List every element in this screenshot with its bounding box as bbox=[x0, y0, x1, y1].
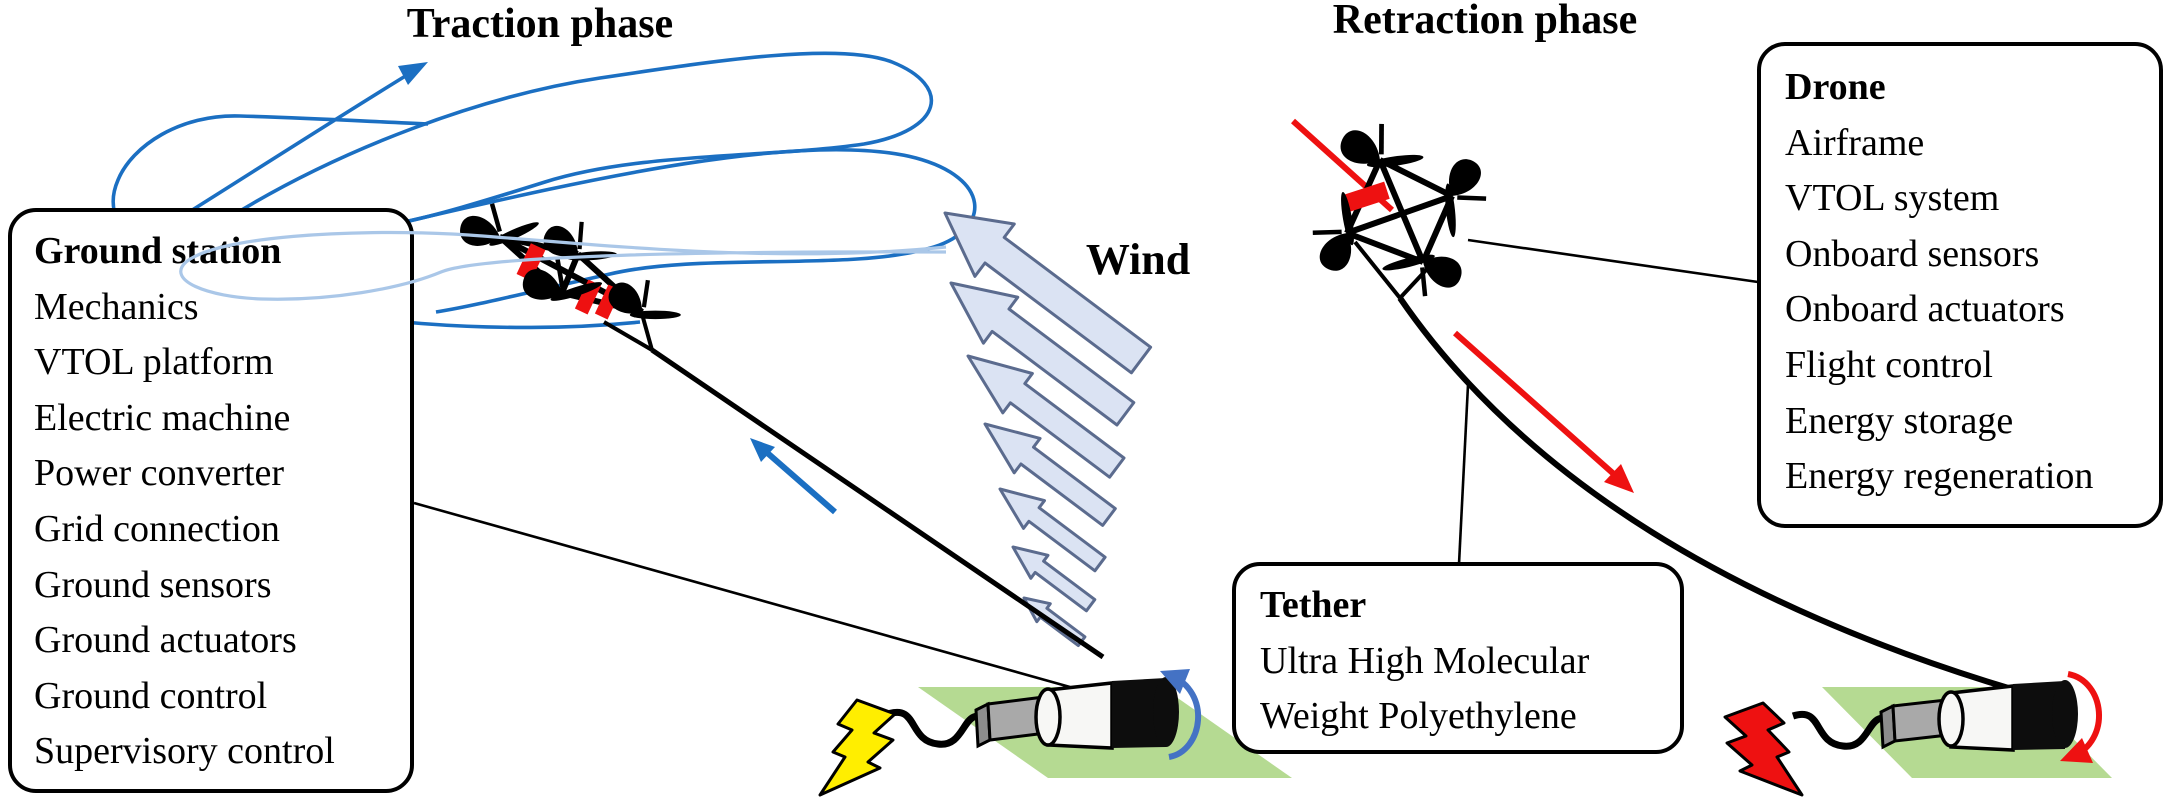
ground-station-item: Ground control bbox=[34, 674, 268, 717]
traction-direction-arrow-icon bbox=[750, 438, 837, 515]
wind-arrow-icon bbox=[943, 211, 1153, 375]
winch-drum-left bbox=[1112, 678, 1166, 748]
retraction-direction-arrow-icon bbox=[1453, 330, 1634, 493]
wind-arrow-icon bbox=[998, 487, 1107, 573]
ground-station-leader-line bbox=[413, 501, 1071, 689]
drone-item: Energy storage bbox=[1785, 399, 2014, 442]
ground-station-item: Power converter bbox=[34, 452, 285, 495]
power-cable-right bbox=[1791, 710, 1898, 750]
yellow-lightning-bolt-icon bbox=[818, 698, 897, 797]
tether-item: Ultra High Molecular bbox=[1260, 639, 1590, 682]
tether-traction bbox=[602, 313, 1105, 660]
ground-station-box: Ground station Mechanics VTOL platform E… bbox=[8, 208, 414, 793]
drone-item: Onboard sensors bbox=[1785, 232, 2040, 275]
drone-item: Flight control bbox=[1785, 343, 1993, 386]
ground-station-box-title: Ground station bbox=[34, 230, 282, 272]
ground-winch-retraction bbox=[1723, 671, 2112, 797]
ground-station-item: Mechanics bbox=[34, 285, 199, 328]
power-cable-left bbox=[886, 708, 993, 748]
wind-arrow-icon bbox=[1011, 545, 1097, 613]
drone-item: Onboard actuators bbox=[1785, 288, 2065, 331]
tether-box-title: Tether bbox=[1260, 584, 1367, 626]
drone-retraction-icon bbox=[1311, 121, 1490, 297]
drone-item: VTOL system bbox=[1785, 177, 2000, 220]
drone-traction-icon bbox=[456, 195, 688, 330]
drone-box: Drone Airframe VTOL system Onboard senso… bbox=[1757, 42, 2163, 528]
drone-item: Energy regeneration bbox=[1785, 455, 2094, 498]
wind-arrow-icon bbox=[966, 354, 1126, 479]
drone-box-title: Drone bbox=[1785, 66, 1886, 108]
traction-phase-title: Traction phase bbox=[406, 1, 674, 47]
leader-lines bbox=[413, 238, 1759, 689]
wind-arrow-icon bbox=[983, 422, 1117, 527]
wind-label: Wind bbox=[1085, 235, 1191, 284]
drone-leader-line bbox=[1467, 238, 1759, 284]
flight-path-arrowhead-icon bbox=[398, 62, 428, 85]
retraction-phase-title: Retraction phase bbox=[1332, 0, 1638, 43]
ground-station-item: Supervisory control bbox=[34, 730, 335, 773]
ground-station-item: Electric machine bbox=[34, 396, 291, 439]
ground-station-item: VTOL platform bbox=[34, 341, 274, 384]
drone-item: Airframe bbox=[1785, 121, 1925, 164]
ground-station-item: Ground sensors bbox=[34, 563, 272, 606]
ground-station-item: Grid connection bbox=[34, 507, 280, 550]
wind-arrow-icon bbox=[949, 281, 1136, 427]
ground-winch-traction bbox=[818, 669, 1292, 797]
tether-leader-line bbox=[1457, 384, 1470, 565]
tether-box: Tether Ultra High Molecular Weight Polye… bbox=[1232, 562, 1684, 754]
ground-station-item: Ground actuators bbox=[34, 619, 297, 662]
red-lightning-bolt-icon bbox=[1723, 701, 1804, 797]
tether-item: Weight Polyethylene bbox=[1260, 695, 1577, 738]
winch-drum-right bbox=[2013, 681, 2065, 750]
